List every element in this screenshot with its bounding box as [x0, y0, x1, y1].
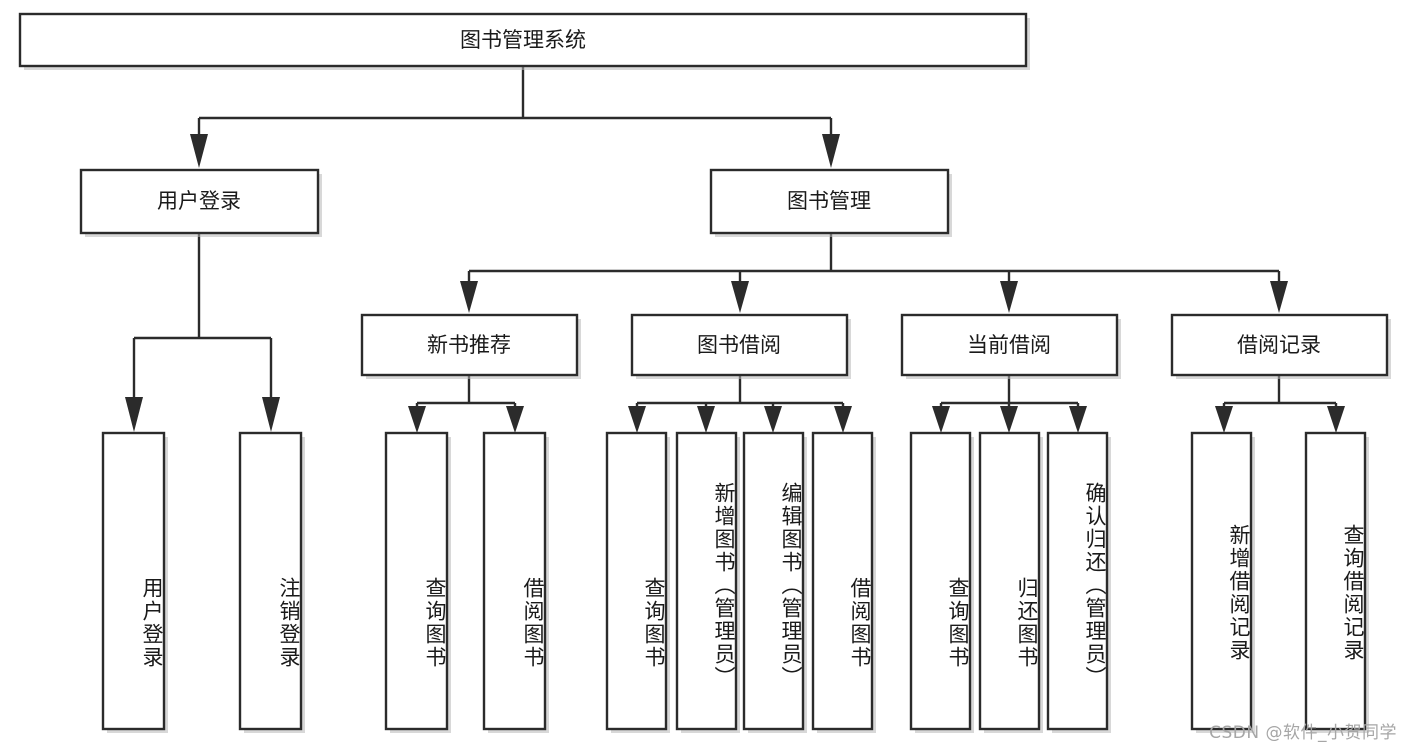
arrow-head-icon: [1000, 281, 1018, 313]
node-current-borrow[interactable]: [900, 313, 1121, 379]
node-book-manage-label: 图书管理: [787, 189, 871, 213]
node-leaf-edit-book[interactable]: [742, 431, 807, 733]
arrow-head-icon: [697, 406, 715, 433]
node-leaf-edit-book-label: 编辑图书（管理员）: [779, 481, 803, 689]
node-leaf-query-record-label: 查询借阅记录: [1341, 523, 1365, 662]
node-book-borrow[interactable]: [630, 313, 851, 379]
connector-book-manage-to-level3: [460, 233, 1288, 313]
node-leaf-confirm-return-label: 确认归还（管理员）: [1083, 481, 1107, 689]
arrow-head-icon: [764, 406, 782, 433]
node-leaf-borrow-book-1-label: 借阅图书: [521, 576, 545, 669]
node-root[interactable]: [18, 12, 1030, 70]
arrow-head-icon: [125, 397, 143, 432]
node-leaf-query-book-2-label: 查询图书: [642, 576, 666, 669]
node-user-login-label: 用户登录: [157, 189, 241, 213]
node-borrow-record-label: 借阅记录: [1237, 333, 1321, 357]
node-leaf-borrow-book-2-label: 借阅图书: [848, 576, 872, 669]
connector-new-book-rec-to-leaves: [408, 375, 524, 433]
node-leaf-return-book[interactable]: [978, 431, 1043, 733]
arrow-head-icon: [1000, 406, 1018, 433]
node-leaf-confirm-return[interactable]: [1046, 431, 1111, 733]
node-leaf-borrow-book-2[interactable]: [811, 431, 876, 733]
node-leaf-logout-login-label: 注销登录: [277, 576, 301, 669]
node-leaf-add-book[interactable]: [675, 431, 740, 733]
arrow-head-icon: [834, 406, 852, 433]
arrow-head-icon: [1327, 406, 1345, 433]
node-borrow-record[interactable]: [1170, 313, 1391, 379]
arrow-head-icon: [731, 281, 749, 313]
arrow-head-icon: [1270, 281, 1288, 313]
node-user-login[interactable]: [79, 168, 322, 237]
connector-book-borrow-to-leaves: [628, 375, 852, 433]
watermark-label: CSDN @软件_小贺同学: [1209, 723, 1397, 743]
connector-borrow-record-to-leaves: [1215, 375, 1345, 433]
arrow-head-icon: [408, 406, 426, 433]
arrow-head-icon: [932, 406, 950, 433]
node-book-borrow-label: 图书借阅: [697, 333, 781, 357]
arrow-head-icon: [1215, 406, 1233, 433]
node-leaf-query-book-3-label: 查询图书: [946, 576, 970, 669]
node-leaf-query-book-2[interactable]: [605, 431, 670, 733]
node-leaf-add-book-label: 新增图书（管理员）: [712, 481, 736, 689]
node-leaf-add-record[interactable]: [1190, 431, 1255, 733]
arrow-head-icon: [506, 406, 524, 433]
connector-current-borrow-to-leaves: [932, 375, 1087, 433]
node-current-borrow-label: 当前借阅: [967, 333, 1051, 357]
arrow-head-icon: [628, 406, 646, 433]
node-new-book-rec[interactable]: [360, 313, 581, 379]
node-leaf-query-book-3[interactable]: [909, 431, 974, 733]
connector-user-login-to-leaves: [125, 233, 280, 432]
node-root-label: 图书管理系统: [460, 28, 586, 52]
arrow-head-icon: [460, 281, 478, 313]
arrow-head-icon: [262, 397, 280, 432]
arrow-head-icon: [822, 134, 840, 168]
node-leaf-query-record[interactable]: [1304, 431, 1369, 733]
node-leaf-user-login-label: 用户登录: [140, 576, 164, 669]
node-leaf-borrow-book-1[interactable]: [482, 431, 549, 733]
arrow-head-icon: [190, 134, 208, 168]
node-new-book-rec-label: 新书推荐: [427, 333, 511, 357]
node-leaf-query-book-1[interactable]: [384, 431, 451, 733]
node-leaf-add-record-label: 新增借阅记录: [1227, 523, 1251, 662]
arrow-head-icon: [1069, 406, 1087, 433]
node-book-manage[interactable]: [709, 168, 952, 237]
connector-root-to-level2: [190, 66, 840, 168]
node-leaf-query-book-1-label: 查询图书: [423, 576, 447, 669]
node-leaf-user-login[interactable]: [101, 431, 168, 733]
node-leaf-return-book-label: 归还图书: [1015, 576, 1039, 669]
node-leaf-logout-login[interactable]: [238, 431, 305, 733]
